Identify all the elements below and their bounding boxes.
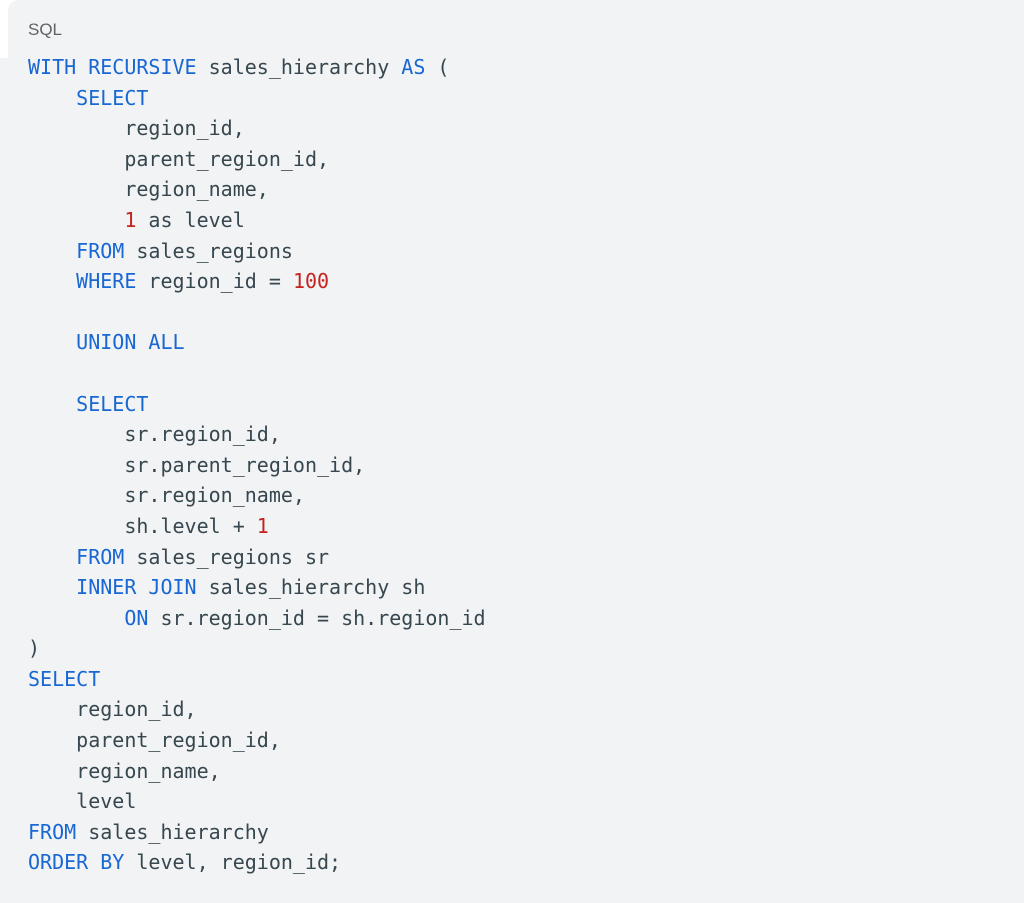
code-token-text: region_id, (28, 697, 197, 722)
code-line: parent_region_id, (28, 725, 996, 756)
code-token-text: sales_regions sr (124, 544, 330, 569)
code-line: region_name, (28, 174, 996, 205)
code-line: UNION ALL (28, 327, 996, 358)
code-line: SELECT (28, 664, 996, 695)
code-token-number: 100 (292, 269, 330, 294)
panel-rounded-corner (8, 0, 18, 10)
code-token-text: sh.level + (28, 513, 257, 538)
code-line: SELECT (28, 83, 996, 114)
code-token-text: ( (425, 55, 450, 79)
code-line: ON sr.region_id = sh.region_id (28, 603, 996, 634)
code-line: sr.parent_region_id, (28, 450, 996, 481)
code-line: SELECT (28, 389, 996, 420)
code-token-text (28, 239, 76, 263)
code-token-text: sales_hierarchy (76, 819, 269, 844)
code-token-keyword: WITH RECURSIVE (28, 55, 197, 79)
code-token-keyword: SELECT (76, 85, 149, 110)
code-line: ORDER BY level, region_id; (28, 847, 996, 878)
code-token-keyword: ORDER BY (28, 850, 125, 875)
code-line: level (28, 786, 996, 817)
code-line: region_id, (28, 694, 996, 725)
code-token-text: sales_regions (124, 238, 293, 263)
code-token-text: sales_hierarchy (196, 55, 402, 79)
code-line: FROM sales_hierarchy (28, 817, 996, 848)
sql-code: WITH RECURSIVE sales_hierarchy AS ( SELE… (28, 52, 996, 878)
code-token-keyword: AS (401, 55, 426, 79)
code-line: 1 as level (28, 205, 996, 236)
code-token-text: level (28, 789, 137, 814)
code-line: region_id, (28, 113, 996, 144)
code-token-keyword: WHERE (76, 269, 137, 294)
code-token-text (28, 606, 124, 630)
code-language-label: SQL (28, 20, 63, 39)
code-line: INNER JOIN sales_hierarchy sh (28, 572, 996, 603)
code-token-keyword: FROM (76, 544, 125, 569)
code-token-keyword: INNER JOIN (76, 575, 197, 600)
code-token-keyword: FROM (28, 819, 77, 844)
code-token-text: parent_region_id, (28, 728, 281, 753)
code-token-text (28, 269, 76, 293)
code-token-text (28, 330, 76, 354)
code-line: WITH RECURSIVE sales_hierarchy AS ( (28, 52, 996, 83)
code-line: sh.level + 1 (28, 511, 996, 542)
code-token-text: region_name, (28, 177, 269, 202)
code-line: WHERE region_id = 100 (28, 266, 996, 297)
code-line: FROM sales_regions sr (28, 542, 996, 573)
code-token-text: sr.region_id = sh.region_id (148, 605, 486, 630)
code-token-text: level, region_id; (124, 850, 342, 875)
code-line: sr.region_id, (28, 419, 996, 450)
code-token-text: ) (28, 636, 41, 661)
code-token-text (28, 392, 76, 416)
code-token-keyword: FROM (76, 238, 125, 263)
code-line: ) (28, 633, 996, 664)
code-line (28, 297, 996, 328)
code-token-text: sr.region_id, (28, 422, 281, 447)
code-token-keyword: SELECT (28, 666, 101, 691)
code-token-keyword: UNION ALL (76, 330, 185, 355)
code-token-text: region_name, (28, 758, 221, 783)
code-token-text (28, 575, 76, 599)
code-token-text (28, 545, 76, 569)
code-token-keyword: SELECT (76, 391, 149, 416)
code-line (28, 358, 996, 389)
code-token-text: as level (136, 207, 245, 232)
code-token-keyword: ON (124, 605, 149, 630)
code-token-text: sr.parent_region_id, (28, 452, 366, 477)
code-line: parent_region_id, (28, 144, 996, 175)
code-line: FROM sales_regions (28, 236, 996, 267)
code-line: sr.region_name, (28, 480, 996, 511)
code-token-text (28, 208, 124, 232)
code-token-text: region_id = (136, 269, 293, 294)
code-line: region_name, (28, 756, 996, 787)
code-token-text: region_id, (28, 116, 245, 141)
code-token-number: 1 (124, 207, 137, 232)
code-token-text: sr.region_name, (28, 483, 305, 508)
page-background-sliver (0, 0, 8, 58)
code-token-number: 1 (256, 513, 269, 538)
code-token-text (28, 86, 76, 110)
code-token-text: parent_region_id, (28, 146, 330, 171)
code-token-text: sales_hierarchy sh (196, 575, 426, 600)
